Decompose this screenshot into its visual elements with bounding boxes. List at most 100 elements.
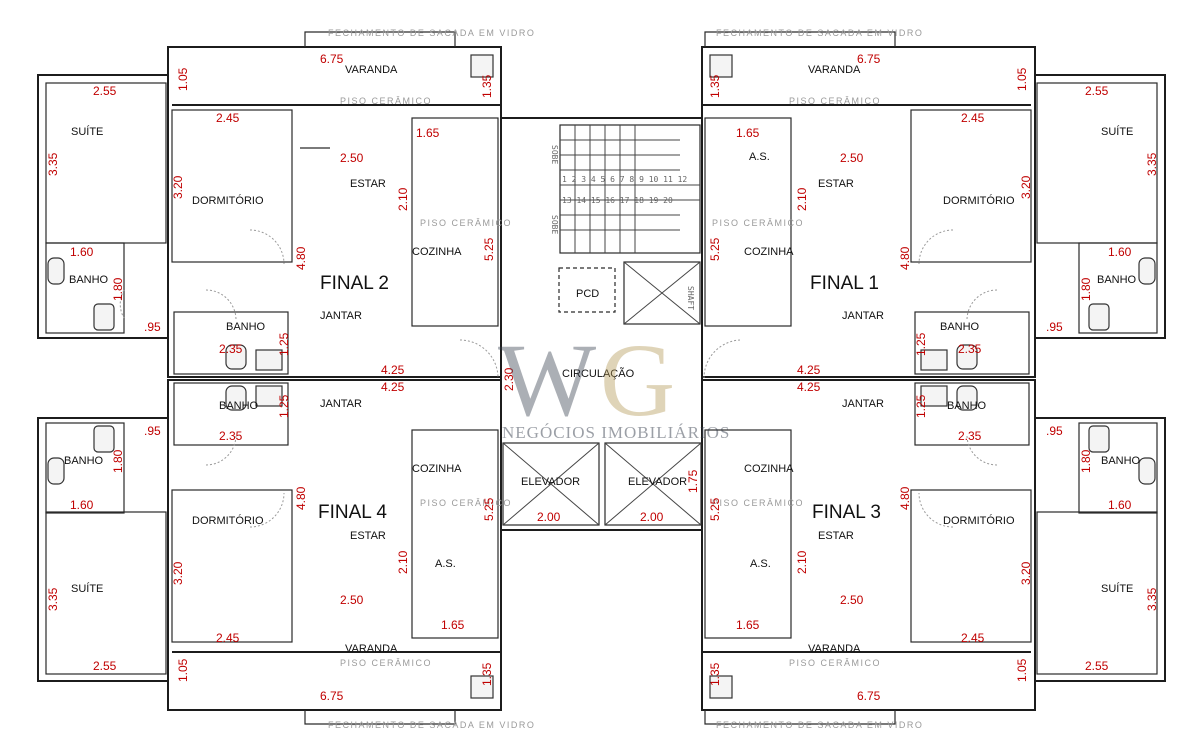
sink-fixture [255,349,283,371]
toilet-fixture [47,457,65,485]
dimension-label: 2.45 [961,111,985,125]
shaft-label: SHAFT [686,286,695,310]
room-circulacao: CIRCULAÇÃO [562,367,635,380]
dimension-label: 1.25 [277,332,291,356]
balcony-leaders [304,31,896,725]
room-as: A.S. [750,558,771,570]
dimension-label: 1.60 [70,245,94,259]
stair-step-numbers: 1 2 3 4 5 6 7 8 9 10 11 12 [562,175,687,184]
watermark-text: NEGÓCIOS IMOBILIÁRIOS [502,423,730,442]
dimension-label: 2.00 [537,510,561,524]
room-banho: BANHO [1101,455,1141,467]
dimension-label: 4.25 [797,363,821,377]
dimension-label: 2.10 [795,550,809,574]
room-varanda: VARANDA [345,64,398,76]
dimension-label: 3.35 [46,152,60,176]
room-banho: BANHO [64,455,104,467]
room-banho: BANHO [1097,274,1137,286]
room-as: A.S. [749,151,770,163]
dimension-label: 1.60 [1108,498,1132,512]
balcony-glass-note: FECHAMENTO DE SACADA EM VIDRO [716,28,923,38]
dimension-label: 1.05 [176,67,190,91]
walls-final-2 [37,46,502,378]
toilet-fixture [1138,457,1156,485]
dimension-label: 1.65 [736,618,760,632]
room-jantar: JANTAR [842,398,884,410]
dimension-label: 2.35 [958,429,982,443]
toilet-fixture [1138,257,1156,285]
dimension-label: 3.35 [46,587,60,611]
dimension-label: 2.35 [219,342,243,356]
dimension-label: 3.20 [171,561,185,585]
stair-sobe-label: SOBE [550,215,559,234]
dimension-label: 2.55 [93,84,117,98]
room-cozinha: COZINHA [744,246,794,258]
room-dormitorio: DORMITÓRIO [943,514,1015,527]
room-banho: BANHO [219,400,259,412]
room-suite: SUÍTE [71,582,103,595]
floor-finish-note: PISO CERÂMICO [712,498,804,508]
dimension-label: 1.60 [1108,245,1132,259]
floor-finish-note: PISO CERÂMICO [340,96,432,106]
shower-fixture [93,425,115,453]
room-suite: SUÍTE [1101,125,1133,138]
toilet-fixture [956,385,978,411]
room-jantar: JANTAR [320,310,362,322]
room-cozinha: COZINHA [412,246,462,258]
dimension-label: .95 [144,320,161,334]
dimension-label: 5.25 [482,237,496,261]
room-estar: ESTAR [350,530,386,542]
dimension-label: .95 [144,424,161,438]
watermark-letter-w: W [498,323,596,438]
room-elevador: ELEVADOR [521,476,580,488]
floor-finish-note: PISO CERÂMICO [420,498,512,508]
dimension-label: 1.05 [1015,67,1029,91]
dimension-label: 5.25 [708,497,722,521]
stair-sobe-label: SOBE [550,145,559,164]
dimension-label: 1.05 [176,658,190,682]
unit-final-4: FINAL 4 [318,502,387,523]
dimension-label: 1.35 [480,662,494,686]
dimension-label: 5.25 [482,497,496,521]
dimension-label: 2.45 [216,111,240,125]
balcony-glass-note: FECHAMENTO DE SACADA EM VIDRO [716,720,923,730]
dimension-label: 1.65 [416,126,440,140]
room-estar: ESTAR [818,178,854,190]
stairs [559,124,701,254]
dimension-label: 1.75 [686,469,700,493]
room-jantar: JANTAR [842,310,884,322]
dimension-label: 1.05 [1015,658,1029,682]
dimension-label: 1.35 [708,74,722,98]
dimension-label: 2.35 [219,429,243,443]
walls-final-3 [701,379,1166,711]
dimension-label: 2.45 [961,631,985,645]
room-banho: BANHO [226,321,266,333]
dimension-label: 1.35 [480,74,494,98]
dimension-label: 2.10 [396,187,410,211]
dimension-label: 1.80 [111,277,125,301]
floor-finish-note: PISO CERÂMICO [340,658,432,668]
floor-finish-note: PISO CERÂMICO [789,96,881,106]
watermark-logo: W G NEGÓCIOS IMOBILIÁRIOS [498,323,730,442]
dimension-label: 3.20 [171,175,185,199]
floor-finish-note: PISO CERÂMICO [789,658,881,668]
notes: FECHAMENTO DE SACADA EM VIDRO FECHAMENTO… [328,28,923,730]
dimension-label: 5.25 [708,237,722,261]
room-cozinha: COZINHA [412,463,462,475]
unit-final-1: FINAL 1 [810,273,879,294]
dimension-label: 4.80 [294,486,308,510]
sink-fixture [920,349,948,371]
room-dormitorio: DORMITÓRIO [192,194,264,207]
dimension-label: 2.10 [396,550,410,574]
dimension-label: 2.55 [1085,659,1109,673]
dimension-label: 2.00 [640,510,664,524]
floor-finish-note: PISO CERÂMICO [420,218,512,228]
dimension-label: 1.25 [914,394,928,418]
toilet-fixture [225,385,247,411]
unit-final-2: FINAL 2 [320,273,389,294]
room-estar: ESTAR [350,178,386,190]
dimension-label: 3.20 [1019,561,1033,585]
sink-fixture [709,675,733,699]
dimension-label: 4.25 [381,380,405,394]
